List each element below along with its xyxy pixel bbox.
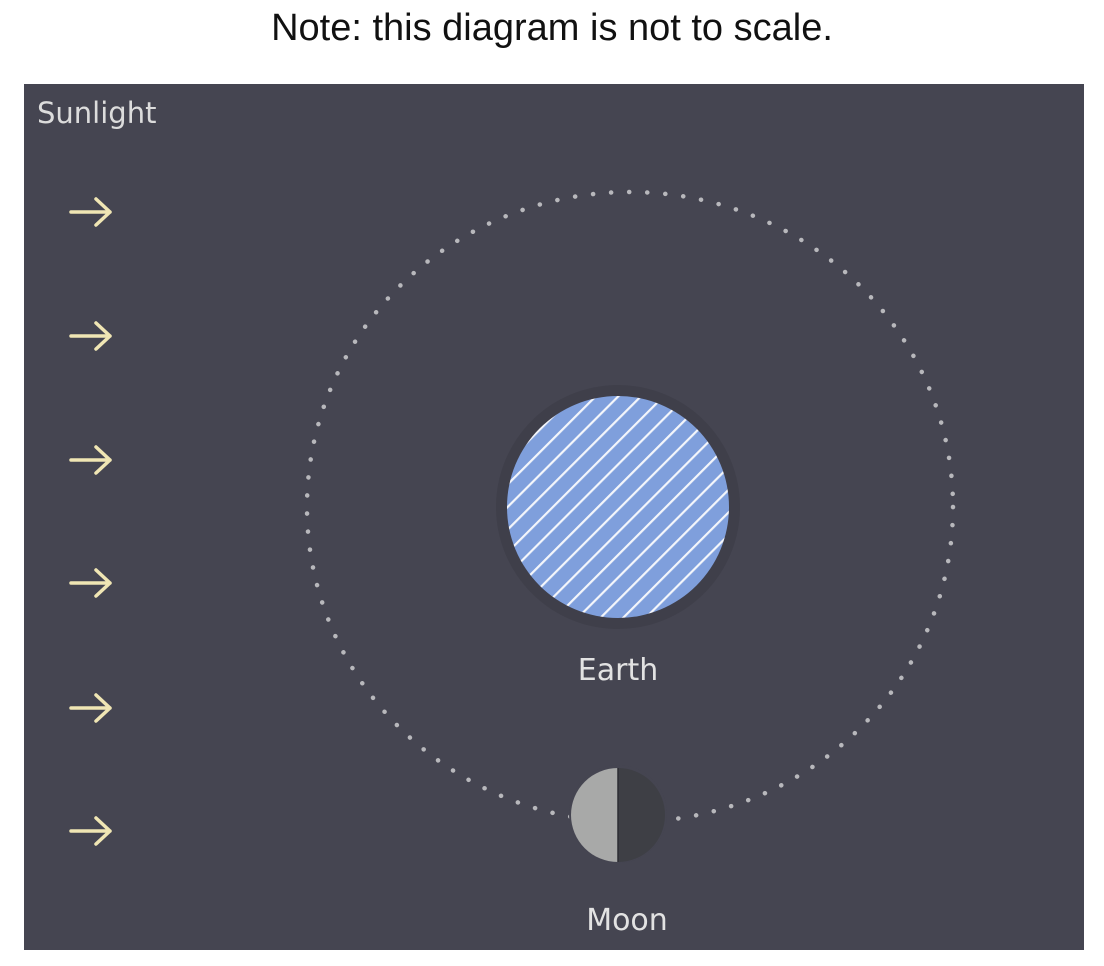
- moon-dark-half: [618, 768, 665, 862]
- sunlight-arrow-icon: [68, 318, 116, 354]
- earth: [507, 396, 729, 618]
- sunlight-arrow-icon: [68, 690, 116, 726]
- sunlight-label: Sunlight: [37, 96, 157, 130]
- moon: [569, 765, 667, 863]
- orbit-scene: [304, 189, 956, 863]
- sunlight-arrow-icon: [68, 442, 116, 478]
- scale-note: Note: this diagram is not to scale.: [271, 7, 833, 49]
- sunlight-arrow-icon: [68, 194, 116, 230]
- earth-label: Earth: [577, 653, 659, 688]
- sunlight-arrow-icon: [68, 813, 116, 849]
- moon-orbit: [304, 189, 956, 825]
- moon-label: Moon: [586, 903, 668, 938]
- diagram-panel: Sunlight Earth Moon: [24, 84, 1084, 950]
- sunlight-arrow-icon: [68, 565, 116, 601]
- moon-lit-half: [571, 768, 618, 862]
